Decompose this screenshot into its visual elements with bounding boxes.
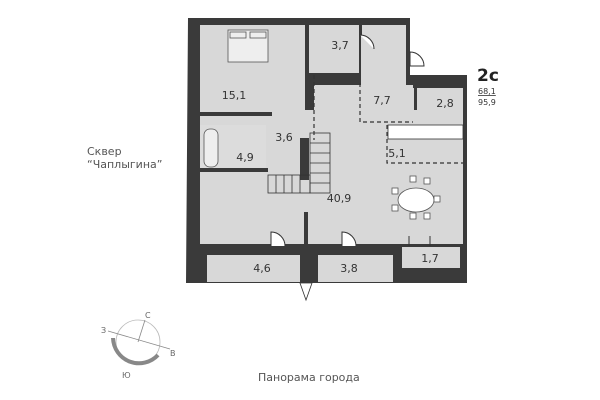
wall <box>200 168 268 172</box>
balcony-door-2[interactable] <box>341 231 357 247</box>
compass-north: С <box>145 311 151 320</box>
area-bathroom-2: 4,9 <box>236 151 254 164</box>
area-hallway: 7,7 <box>373 94 391 107</box>
area-kitchen: 5,1 <box>388 147 406 160</box>
view-left-line2: “Чаплыгина” <box>87 158 162 171</box>
balcony-door-3[interactable] <box>408 236 431 246</box>
wall <box>200 244 463 247</box>
view-bottom: Панорама города <box>258 371 360 384</box>
bed-icon <box>227 29 269 63</box>
living-area: 68,1 <box>478 87 496 96</box>
room-hallway <box>361 25 406 85</box>
room-balcony-1 <box>207 255 300 282</box>
bathroom-door[interactable] <box>359 34 375 50</box>
wall <box>309 73 359 77</box>
balcony-divider <box>299 282 313 302</box>
area-balcony-3: 1,7 <box>421 252 439 265</box>
area-living: 40,9 <box>327 192 352 205</box>
view-left-line1: Сквер <box>87 145 122 158</box>
kitchen-counter <box>387 124 464 140</box>
compass-icon: С В Ю З <box>101 311 176 380</box>
entrance-door[interactable] <box>409 51 425 67</box>
wall <box>359 25 362 35</box>
wall <box>304 212 308 248</box>
wall <box>413 85 467 88</box>
bathtub-icon <box>203 128 219 168</box>
wall <box>398 244 402 269</box>
area-wardrobe: 2,8 <box>436 97 454 110</box>
zone-hallway-border <box>359 83 413 123</box>
apartment-type: 2с <box>477 66 499 86</box>
dining-table-icon <box>391 175 441 220</box>
room-hallway-lower <box>314 85 414 110</box>
zone-kitchen-border <box>386 125 463 164</box>
balcony-door-1[interactable] <box>270 231 286 247</box>
area-bathroom: 3,7 <box>331 39 349 52</box>
total-area: 95,9 <box>478 98 496 107</box>
room-balcony-2 <box>318 255 393 282</box>
compass-east: В <box>170 349 176 358</box>
room-balcony-3 <box>402 246 460 268</box>
area-balcony-2: 3,8 <box>340 262 358 275</box>
area-balcony-1: 4,6 <box>253 262 271 275</box>
wall <box>200 112 272 116</box>
room-bathroom <box>309 25 359 73</box>
staircase <box>267 132 331 194</box>
wall <box>305 25 309 95</box>
area-corridor: 3,6 <box>275 131 293 144</box>
area-bedroom: 15,1 <box>222 89 247 102</box>
stair-wall <box>300 138 309 180</box>
compass-south: Ю <box>122 371 131 380</box>
compass-west: З <box>101 326 106 335</box>
